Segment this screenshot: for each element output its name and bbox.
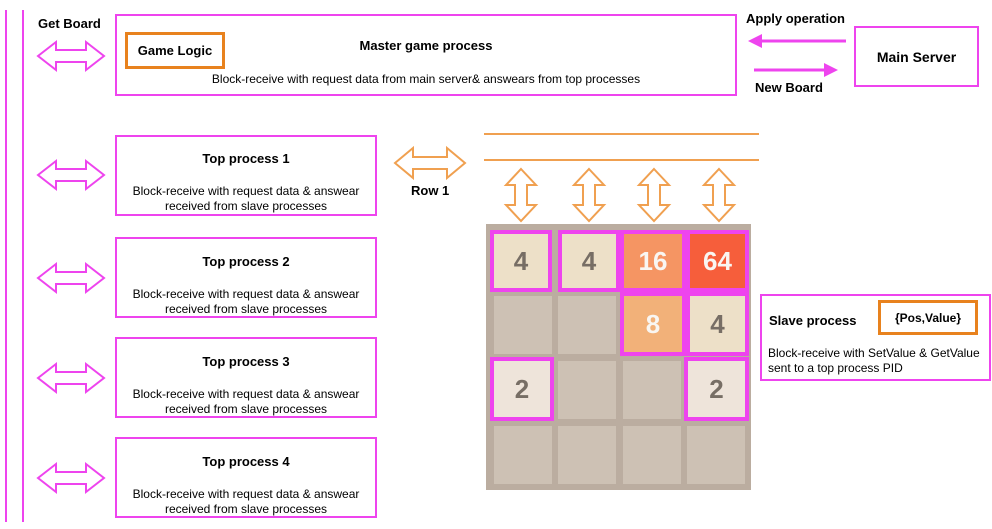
arrow-row1: [393, 145, 467, 181]
arrow-col4-vertical: [701, 167, 737, 223]
board-cell-r0-c0: 4: [490, 230, 552, 292]
top-process-3-box: Top process 3 Block-receive with request…: [115, 337, 377, 418]
board-cell-r3-c2: [623, 426, 681, 484]
arrow-col1-vertical: [503, 167, 539, 223]
arrow-top2-left: [36, 261, 106, 295]
board-cell-r1-c1: [558, 296, 616, 354]
board-cell-r0-c3: 64: [686, 230, 749, 292]
top-process-3-title: Top process 3: [202, 354, 290, 369]
board-cell-r0-c2: 16: [620, 230, 686, 292]
top-process-4-desc-line1: Block-receive with request data & answea…: [132, 487, 360, 501]
arrow-col3-vertical: [636, 167, 672, 223]
top-process-1-desc-line2: received from slave processes: [164, 199, 328, 213]
get-board-label: Get Board: [38, 16, 101, 31]
board-cell-r3-c3: [687, 426, 745, 484]
board-cell-r2-c1: [558, 361, 616, 419]
slave-process-box: Slave process {Pos,Value} Block-receive …: [760, 294, 991, 381]
top-process-2-box: Top process 2 Block-receive with request…: [115, 237, 377, 318]
top-process-1-desc-line1: Block-receive with request data & answea…: [132, 184, 360, 198]
row-line-bottom: [484, 159, 759, 161]
board-cell-r2-c3: 2: [684, 357, 749, 421]
game-logic-label: Game Logic: [137, 43, 213, 58]
slave-process-title: Slave process: [769, 313, 857, 328]
master-process-desc: Block-receive with request data from mai…: [211, 72, 641, 86]
top-process-1-box: Top process 1 Block-receive with request…: [115, 135, 377, 216]
master-process-title: Master game process: [359, 38, 493, 53]
board-cell-r3-c1: [558, 426, 616, 484]
arrow-top3-left: [36, 361, 106, 395]
arrow-new-board: [754, 63, 838, 77]
left-rail-inner: [22, 10, 24, 522]
main-server-title: Main Server: [876, 48, 957, 65]
top-process-4-desc-line2: received from slave processes: [164, 502, 328, 516]
pos-value-label: {Pos,Value}: [894, 310, 962, 325]
apply-operation-label: Apply operation: [746, 11, 845, 26]
board-cell-r0-c1: 4: [558, 230, 620, 292]
new-board-label: New Board: [755, 80, 823, 95]
game-logic-box: Game Logic: [125, 32, 225, 69]
game-board: 4 4 16 64 8 4 2 2: [486, 224, 751, 490]
top-process-3-desc-line1: Block-receive with request data & answea…: [132, 387, 360, 401]
arrow-apply-operation: [748, 34, 846, 48]
top-process-3-desc-line2: received from slave processes: [164, 402, 328, 416]
row1-label: Row 1: [411, 183, 450, 198]
slave-process-desc-line1: Block-receive with SetValue & GetValue: [768, 346, 980, 360]
board-cell-r1-c2: 8: [620, 292, 686, 356]
pos-value-box: {Pos,Value}: [878, 300, 978, 335]
top-process-4-box: Top process 4 Block-receive with request…: [115, 437, 377, 518]
arrow-top1-left: [36, 158, 106, 192]
left-rail-outer: [5, 10, 7, 522]
arrow-master-left: [36, 39, 106, 73]
top-process-2-desc-line2: received from slave processes: [164, 302, 328, 316]
top-process-1-title: Top process 1: [202, 151, 290, 166]
slave-process-desc-line2: sent to a top process PID: [768, 361, 903, 375]
arrow-col2-vertical: [571, 167, 607, 223]
arrow-top4-left: [36, 461, 106, 495]
master-process-box: Game Logic Master game process Block-rec…: [115, 14, 737, 96]
board-cell-r1-c3: 4: [686, 292, 749, 356]
board-cell-r2-c0: 2: [490, 357, 554, 421]
top-process-4-title: Top process 4: [202, 454, 290, 469]
board-cell-r3-c0: [494, 426, 552, 484]
main-server-box: Main Server: [854, 26, 979, 87]
board-cell-r1-c0: [494, 296, 552, 354]
row-line-top: [484, 133, 759, 135]
top-process-2-title: Top process 2: [202, 254, 290, 269]
top-process-2-desc-line1: Block-receive with request data & answea…: [132, 287, 360, 301]
board-cell-r2-c2: [623, 361, 681, 419]
